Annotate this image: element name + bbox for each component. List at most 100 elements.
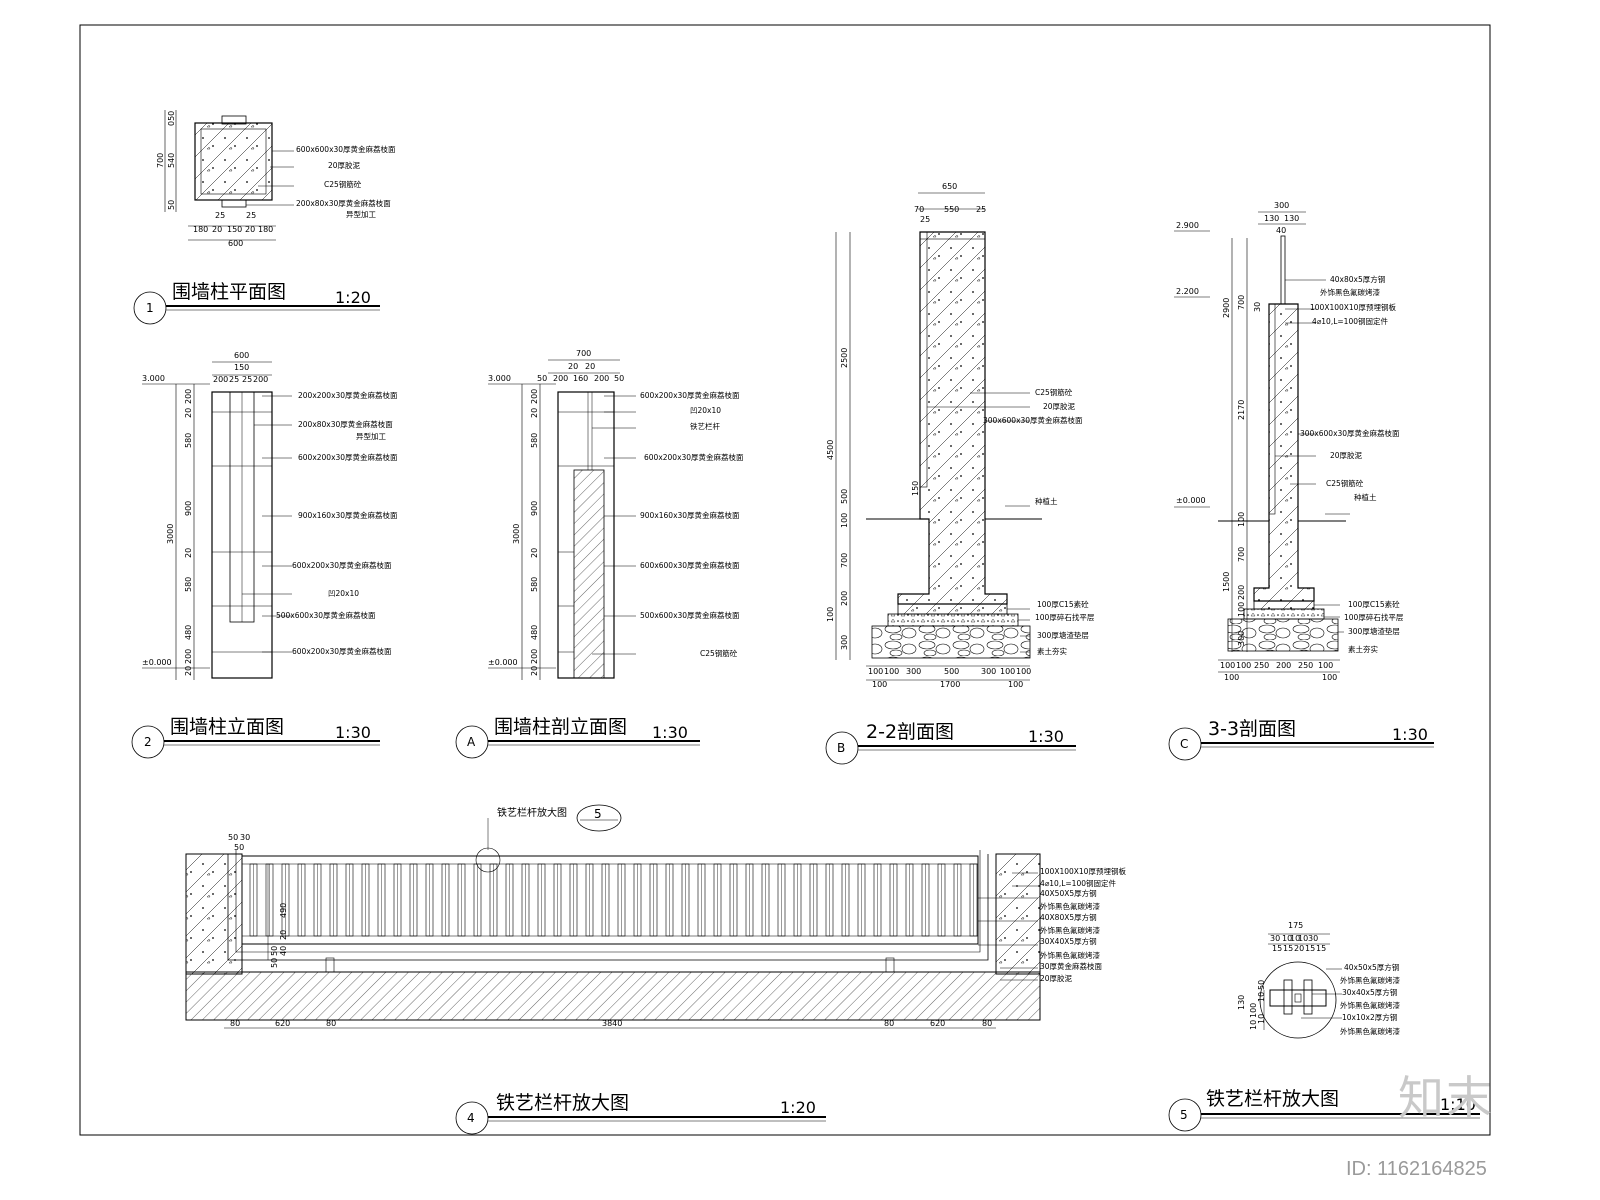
view-number-B: B [837, 741, 845, 755]
sect-elev-vdim-3: 580 [530, 433, 539, 448]
view-scale-4: 1:20 [780, 1098, 816, 1117]
railing-vdim-4: 50 [270, 946, 279, 956]
elev-vdim-4: 900 [184, 501, 193, 516]
s22-note-1: C25钢筋砼 [1035, 387, 1073, 397]
view-number-4: 4 [467, 1111, 475, 1125]
s22-vdim-4: 100 [840, 513, 849, 528]
railing-top-dim-3: 50 [234, 843, 244, 852]
image-id: ID: 1162164825 [1346, 1158, 1487, 1180]
s22-vdim-3: 500 [840, 489, 849, 504]
view-scale-A: 1:30 [652, 723, 688, 742]
view-scale-B: 1:30 [1028, 727, 1064, 746]
railing-note-2: 4⌀10,L=100钢固定件 [1040, 878, 1116, 888]
sect-elev-vdim-4: 900 [530, 501, 539, 516]
railing-note-9: 30厚黄金麻荔枝面 [1040, 961, 1103, 971]
railing-vdim-2: 20 [279, 930, 288, 940]
detail-top-dim-6: 30 [1308, 934, 1318, 943]
view-number-A: A [467, 735, 476, 749]
view-title-1: 围墙柱平面图 [172, 281, 286, 303]
sect-elev-top-dim-8: 50 [614, 374, 624, 383]
s22-bdim-1: 100 [868, 667, 883, 676]
detail-top-dim-5: 10 [1298, 934, 1308, 943]
s33-note-3: 100X100X10厚预埋钢板 [1310, 302, 1396, 312]
title-block-B: B 2-2剖面图 1:30 [825, 721, 1076, 765]
elev-level-top: 3.000 [142, 374, 165, 383]
sect-elev-note-2: 凹20x10 [690, 406, 721, 415]
s22-vdim-6: 200 [840, 591, 849, 606]
plan-hdim-1: 180 [193, 225, 208, 234]
railing-vdim-5: 50 [270, 958, 279, 968]
elev-level-base: ±0.000 [142, 658, 172, 667]
s22-vdim-8: 300 [840, 635, 849, 650]
view-scale-C: 1:30 [1392, 725, 1428, 744]
s22-bdim-6: 100 [1000, 667, 1015, 676]
railing-top-dim-2: 30 [240, 833, 250, 842]
detail-note-6: 外饰黑色氟碳烤漆 [1340, 1026, 1400, 1036]
sect-elev-vdim-5: 20 [530, 548, 539, 558]
railing-bdim-1: 80 [230, 1019, 240, 1028]
sect-elev-level-base: ±0.000 [488, 658, 518, 667]
s33-bdim-7: 100 [1224, 673, 1239, 682]
sect-elev-top-dim-4: 50 [537, 374, 547, 383]
plan-note-4: 200x80x30厚黄金麻荔枝面 [296, 198, 391, 208]
s22-bdim-8: 100 [872, 680, 887, 689]
s33-note-2: 外饰黑色氟碳烤漆 [1320, 287, 1380, 297]
title-block-2: 2 围墙柱立面图 1:30 [131, 716, 380, 759]
railing-view: 铁艺栏杆放大图 5 50 30 50 490 20 40 50 50 [185, 804, 1126, 1029]
railing-top-dim-1: 50 [228, 833, 238, 842]
sect-elev-note-5: 900x160x30厚黄金麻荔枝面 [640, 510, 740, 520]
s33-level-3: ±0.000 [1176, 496, 1206, 505]
sect-elev-vdim-6: 580 [530, 577, 539, 592]
detail-top-dim-10: 15 [1305, 944, 1315, 953]
title-block-5: 5 铁艺栏杆放大图 1:10 [1168, 1088, 1480, 1132]
s33-level-2: 2.200 [1176, 287, 1199, 296]
detail-vdim-1: 50 [1257, 980, 1266, 990]
view-title-4: 铁艺栏杆放大图 [496, 1092, 629, 1114]
view-number-C: C [1180, 737, 1188, 751]
s33-vdim-8: 200 [1237, 585, 1246, 600]
detail-vdim-2: 130 [1237, 995, 1246, 1010]
view-title-2: 围墙柱立面图 [170, 716, 284, 738]
railing-note-3: 40X50X5厚方钢 [1040, 888, 1097, 898]
s33-top-dim-1: 300 [1274, 201, 1289, 210]
railing-callout: 铁艺栏杆放大图 [497, 806, 567, 819]
s22-note-7: 300厚塘渣垫层 [1037, 630, 1089, 640]
s22-note-4: 种植土 [1035, 496, 1058, 506]
sect-elev-note-3: 铁艺栏杆 [690, 421, 720, 431]
s22-top-dim-5: 25 [976, 205, 986, 214]
plan-hdim-total: 600 [228, 239, 243, 248]
elev-note-5: 900x160x30厚黄金麻荔枝面 [298, 510, 398, 520]
railing-bdim-5: 80 [884, 1019, 894, 1028]
sect-elev-top-dim-6: 160 [573, 374, 588, 383]
sect-elev-top-dim-3: 20 [585, 362, 595, 371]
s22-top-dim-2: 70 [914, 205, 924, 214]
detail-note-5: 10x10x2厚方钢 [1342, 1012, 1397, 1022]
elev-vdim-8: 200 [184, 649, 193, 664]
railing-callout-num: 5 [594, 807, 602, 821]
s22-note-8: 素土夯实 [1037, 646, 1067, 656]
s22-note-2: 20厚胶泥 [1043, 401, 1076, 411]
detail-top-dim-2: 30 [1270, 934, 1280, 943]
elev-top-dim-3: 200 [213, 375, 228, 384]
view-title-B: 2-2剖面图 [866, 721, 954, 743]
detail-vdim-3: 10 [1257, 992, 1266, 1002]
plan-vdim-1: 050 [167, 111, 176, 126]
view-number-2: 2 [144, 735, 152, 749]
plan-view: 050 540 700 50 25 25 180 20 150 20 180 6… [156, 110, 396, 248]
s22-vdim-2: 4500 [826, 440, 835, 460]
railing-note-7: 30X40X5厚方钢 [1040, 936, 1097, 946]
detail-top-dim-11: 15 [1316, 944, 1326, 953]
railing-note-8: 外饰黑色氟碳烤漆 [1040, 950, 1100, 960]
plan-vdim-3: 700 [156, 153, 165, 168]
railing-bdim-2: 620 [275, 1019, 290, 1028]
plan-note-3: C25钢筋砼 [324, 179, 362, 189]
s33-vdim-2: 700 [1237, 295, 1246, 310]
sheet-border [79, 24, 1491, 1136]
s22-bdim-7: 100 [1016, 667, 1031, 676]
railing-note-4: 外饰黑色氟碳烤漆 [1040, 901, 1100, 911]
railing-bdim-3: 80 [326, 1019, 336, 1028]
s22-vdim-5: 700 [840, 553, 849, 568]
railing-bdim-7: 80 [982, 1019, 992, 1028]
s33-note-10: 100厚碎石找平层 [1344, 612, 1404, 622]
